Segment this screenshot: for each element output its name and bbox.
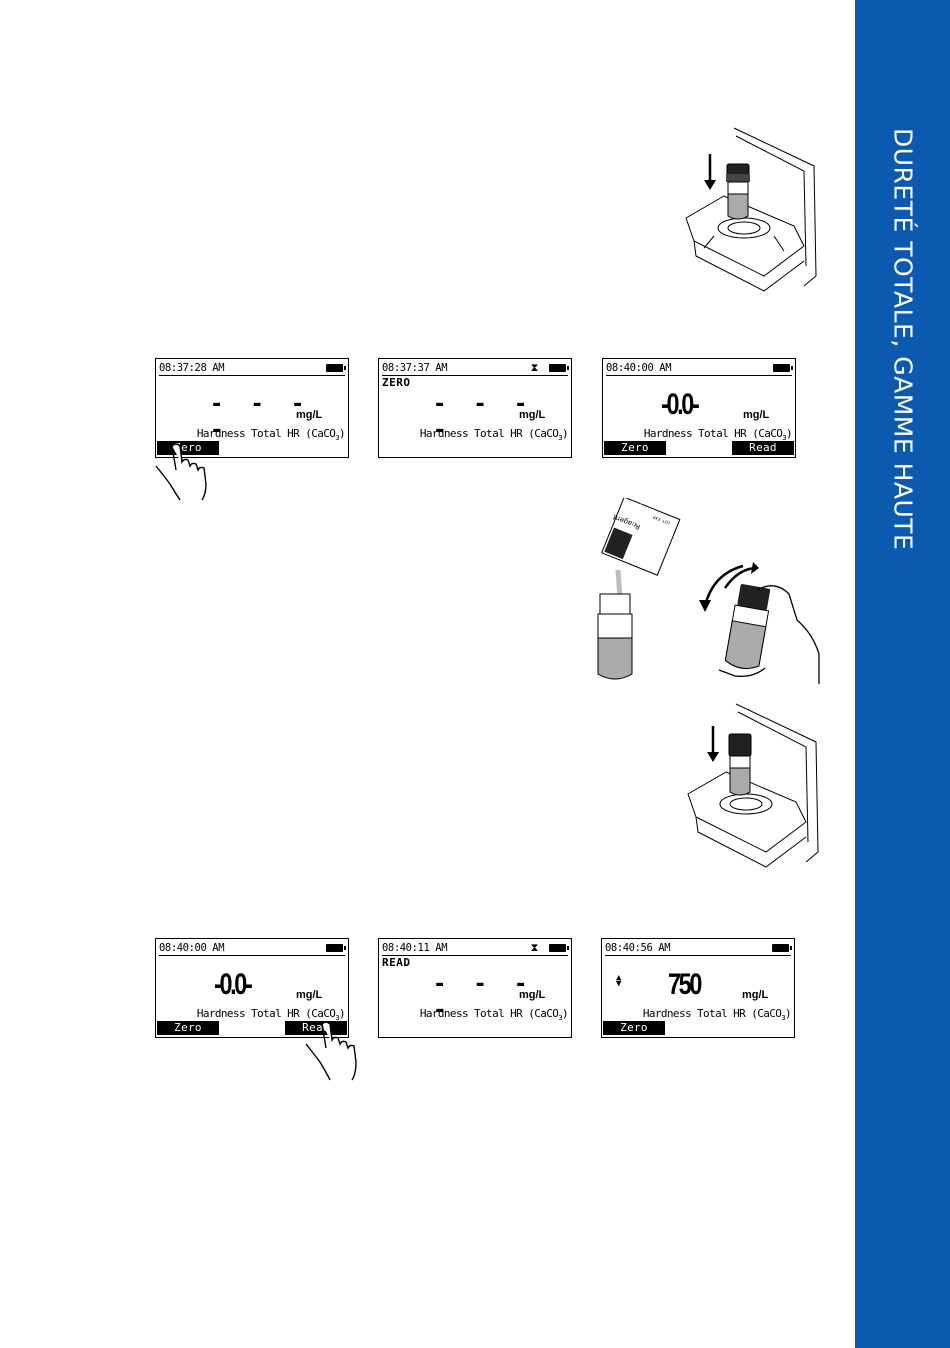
hourglass-icon: ⧗ [530, 941, 539, 954]
pointing-hand-icon [155, 443, 207, 501]
screen-time: 08:40:56 AM [605, 942, 671, 954]
screen-reading: - - - - [433, 392, 535, 443]
screen-reading: -0.0- [214, 968, 253, 1001]
screen-unit: mg/L [296, 989, 323, 1001]
vial-insert-illustration-2 [687, 703, 819, 868]
screen-time: 08:37:37 AM [382, 362, 448, 374]
screen-time: 08:37:28 AM [159, 362, 225, 374]
screen-unit: mg/L [519, 989, 546, 1001]
screen-parameter: Hardness Total HR (CaCO3) [643, 427, 793, 443]
meter-screen-5: 08:40:11 AM ⧗ READ - - - - mg/L Hardness… [378, 938, 572, 1038]
vial-icon [597, 593, 633, 680]
meter-screen-2: 08:37:37 AM ⧗ ZERO - - - - mg/L Hardness… [378, 358, 572, 458]
meter-screen-3: 08:40:00 AM -0.0- mg/L Hardness Total HR… [602, 358, 796, 458]
screen-unit: mg/L [296, 409, 323, 421]
battery-icon [549, 944, 569, 952]
screen-header: 08:37:37 AM ⧗ [382, 361, 569, 376]
reagent-exp: EXP [652, 514, 662, 522]
hourglass-icon: ⧗ [530, 361, 539, 374]
zero-softkey[interactable]: Zero [157, 1021, 219, 1035]
screen-unit: mg/L [519, 409, 546, 421]
screen-reading: - - - - [433, 972, 535, 1023]
down-arrow-icon [707, 726, 719, 762]
battery-icon [549, 364, 569, 372]
screen-time: 08:40:00 AM [606, 362, 672, 374]
sidebar-band [855, 0, 950, 1348]
vial-icon [728, 733, 752, 796]
screen-parameter: Hardness Total HR (CaCO3) [419, 427, 569, 443]
screen-unit: mg/L [743, 409, 770, 421]
screen-reading: -0.0- [661, 388, 700, 421]
screen-mode: READ [382, 956, 411, 969]
pointing-hand-icon [305, 1021, 357, 1081]
battery-icon [773, 364, 793, 372]
zero-softkey[interactable]: Zero [604, 441, 666, 455]
battery-icon [326, 944, 346, 952]
section-title: DURETÉ TOTALE, GAMME HAUTE [888, 128, 918, 551]
reagent-addition-illustration: Reagent LOT EXP HANNA instruments [597, 498, 681, 680]
screen-unit: mg/L [742, 989, 769, 1001]
meter-screen-6: 08:40:56 AM ▲▼ 750 mg/L Hardness Total H… [601, 938, 795, 1038]
screen-header: 08:40:00 AM [159, 941, 346, 956]
screen-mode: ZERO [382, 376, 411, 389]
screen-header: 08:40:00 AM [606, 361, 793, 376]
meter-screen-1: 08:37:28 AM - - - - mg/L Hardness Total … [155, 358, 349, 458]
screen-parameter: Hardness Total HR (CaCO3) [196, 1007, 346, 1023]
battery-icon [326, 364, 346, 372]
read-softkey[interactable]: Read [732, 441, 794, 455]
battery-icon [772, 944, 792, 952]
screen-header: 08:40:56 AM [605, 941, 792, 956]
reagent-packet-icon: Reagent LOT EXP HANNA instruments [601, 498, 681, 576]
screen-header: 08:37:28 AM [159, 361, 346, 376]
zero-softkey[interactable]: Zero [603, 1021, 665, 1035]
screen-parameter: Hardness Total HR (CaCO3) [196, 427, 346, 443]
up-down-arrows-icon[interactable]: ▲▼ [616, 973, 622, 989]
shake-vial-illustration [699, 562, 820, 684]
screen-time: 08:40:00 AM [159, 942, 225, 954]
vial-icon [724, 584, 771, 669]
meter-screen-4: 08:40:00 AM -0.0- mg/L Hardness Total HR… [155, 938, 349, 1038]
screen-parameter: Hardness Total HR (CaCO3) [642, 1007, 792, 1023]
vial-insert-illustration-1 [685, 127, 817, 292]
vial-icon [726, 163, 750, 220]
screen-reading: 750 [668, 968, 702, 1001]
screen-reading: - - - - [210, 392, 312, 443]
screen-header: 08:40:11 AM ⧗ [382, 941, 569, 956]
down-arrow-icon [704, 154, 716, 190]
screen-parameter: Hardness Total HR (CaCO3) [419, 1007, 569, 1023]
reagent-lot: LOT [661, 518, 671, 526]
screen-time: 08:40:11 AM [382, 942, 448, 954]
